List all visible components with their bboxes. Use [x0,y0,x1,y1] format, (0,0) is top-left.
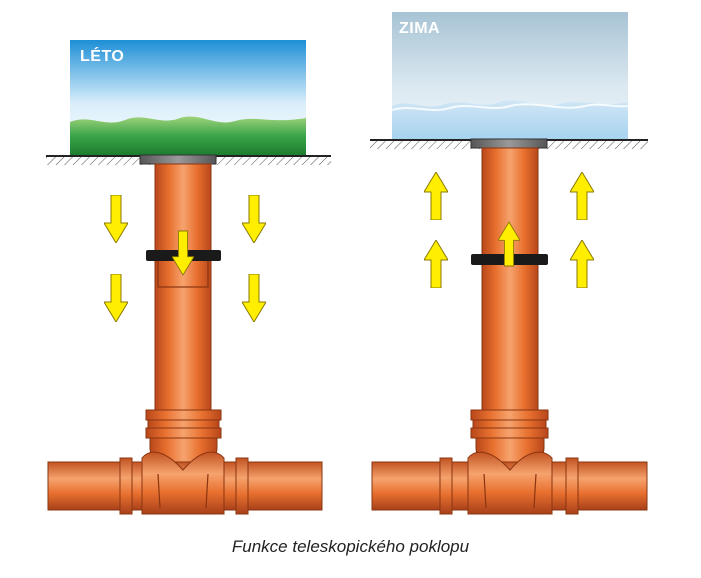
arrow-up-icon [424,240,448,288]
summer-riser-pipe [154,163,212,415]
summer-grass [70,116,306,155]
arrow-up-icon [570,240,594,288]
summer-lid [139,154,217,165]
winter-riser-pipe [481,147,539,415]
summer-socket-ring [145,409,222,421]
arrow-down-icon [104,195,128,243]
winter-socket-ring [470,409,549,421]
arrow-up-icon [570,172,594,220]
summer-panel [46,40,331,515]
winter-snow [392,100,628,139]
summer-tee-body [141,451,225,515]
arrow-up-icon [424,172,448,220]
winter-tee-body [467,451,553,515]
figure-caption: Funkce teleskopického poklopu [231,537,470,556]
summer-label: LÉTO [80,48,125,65]
arrow-down-icon [242,195,266,243]
arrow-down-icon [242,274,266,322]
winter-label: ZIMA [399,20,441,37]
winter-lid [470,138,548,149]
winter-panel [370,12,648,515]
arrow-down-icon [104,274,128,322]
